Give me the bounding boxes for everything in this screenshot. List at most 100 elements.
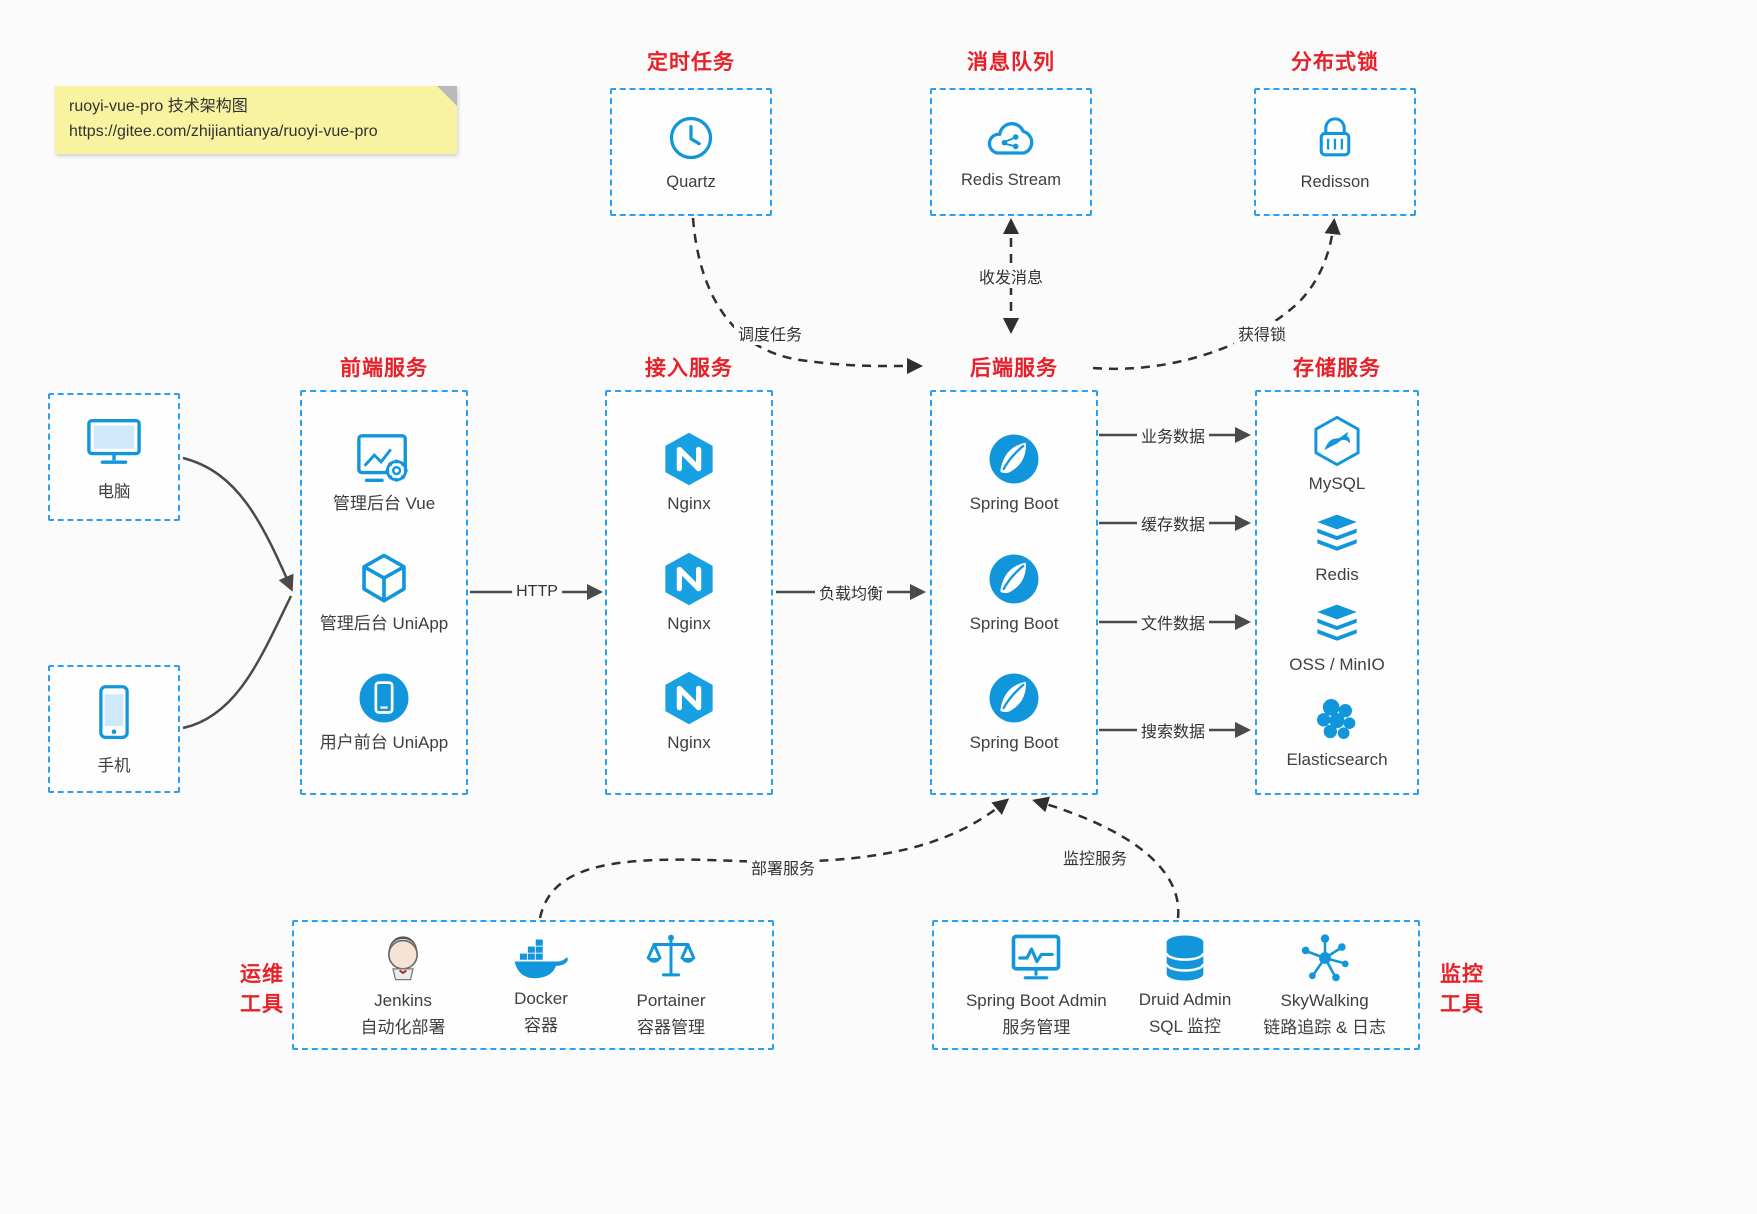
quartz-label: Quartz <box>666 173 716 191</box>
title-scheduled-tasks: 定时任务 <box>647 51 735 74</box>
storage-services-box: MySQL Redis OSS / MinIO Elasticsearch <box>1255 390 1419 795</box>
elasticsearch-icon <box>1310 694 1364 744</box>
edge-label-file-data: 文件数据 <box>1136 610 1210 634</box>
spring-boot-item: Spring Boot <box>969 430 1059 515</box>
edge-label-send-receive-message: 收发消息 <box>974 264 1048 288</box>
title-monitor-tools: 监控 工具 <box>1434 960 1490 1021</box>
admin-uniapp-item: 管理后台 UniApp <box>320 550 448 635</box>
mobile-client-box: 手机 <box>48 665 180 793</box>
oss-stack-icon <box>1310 603 1364 649</box>
spring-icon <box>985 550 1043 608</box>
pc-client-box: 电脑 <box>48 393 180 521</box>
spring-boot-label: Spring Boot <box>969 494 1059 514</box>
edge-label-deploy-service: 部署服务 <box>746 855 820 879</box>
jenkins-item: Jenkins 自动化部署 <box>361 931 446 1039</box>
edge-label-monitor-service: 监控服务 <box>1058 845 1132 869</box>
clock-icon <box>665 112 717 164</box>
docker-icon <box>512 933 570 983</box>
redis-stream-label: Redis Stream <box>961 171 1061 189</box>
spring-boot-label: Spring Boot <box>969 613 1059 633</box>
nginx-label: Nginx <box>667 613 711 633</box>
elasticsearch-item: Elasticsearch <box>1286 694 1388 771</box>
oss-minio-item: OSS / MinIO <box>1289 603 1385 676</box>
docker-desc: 容器 <box>524 1016 558 1035</box>
portainer-name: Portainer <box>636 990 706 1010</box>
nginx-label: Nginx <box>667 494 711 514</box>
monitor-tools-box: Spring Boot Admin 服务管理 Druid Admin SQL 监… <box>932 920 1420 1050</box>
arrow-acquire-lock <box>1092 217 1341 370</box>
edge-label-schedule-task: 调度任务 <box>733 321 807 345</box>
edge-label-cache-data: 缓存数据 <box>1136 511 1210 535</box>
access-services-box: Nginx Nginx Nginx <box>605 390 773 795</box>
skywalking-desc: 链路追踪 & 日志 <box>1263 1018 1387 1037</box>
title-message-queue: 消息队列 <box>967 51 1055 74</box>
title-distributed-lock: 分布式锁 <box>1291 51 1379 74</box>
quartz-box: Quartz <box>610 88 772 216</box>
ops-tools-box: Jenkins 自动化部署 Docker 容器 <box>292 920 774 1050</box>
monitor-tools-title-line1: 监控 <box>1440 963 1484 986</box>
nginx-item: Nginx <box>661 550 717 635</box>
jenkins-desc: 自动化部署 <box>360 1018 446 1037</box>
title-backend-services: 后端服务 <box>970 357 1058 380</box>
user-uniapp-item: 用户前台 UniApp <box>320 669 448 754</box>
spring-boot-admin-icon <box>1007 931 1065 985</box>
note-title: ruoyi-vue-pro 技术架构图 <box>69 98 248 115</box>
druid-admin-desc: SQL 监控 <box>1148 1017 1222 1036</box>
frontend-services-box: 管理后台 Vue 管理后台 UniApp 用户前台 UniApp <box>300 390 468 795</box>
skywalking-icon <box>1298 931 1352 985</box>
spring-boot-item: Spring Boot <box>969 669 1059 754</box>
ops-tools-title-line1: 运维 <box>240 963 284 986</box>
user-uniapp-icon <box>355 669 413 727</box>
arrow-pc-to-frontend <box>182 456 294 592</box>
mobile-label: 手机 <box>97 756 131 775</box>
monitor-tools-title-line2: 工具 <box>1440 993 1484 1017</box>
skywalking-name: SkyWalking <box>1280 990 1369 1010</box>
nginx-icon <box>661 669 717 727</box>
sticky-note: ruoyi-vue-pro 技术架构图 https://gitee.com/zh… <box>55 86 457 154</box>
title-access-services: 接入服务 <box>645 357 733 380</box>
redis-label: Redis <box>1315 564 1359 584</box>
redis-stack-icon <box>1310 513 1364 559</box>
redis-stream-box: Redis Stream <box>930 88 1092 216</box>
spring-icon <box>985 430 1043 488</box>
monitor-icon <box>83 413 145 469</box>
portainer-scale-icon <box>644 931 698 985</box>
edge-label-search-data: 搜索数据 <box>1136 718 1210 742</box>
edge-label-load-balance: 负载均衡 <box>814 580 888 604</box>
spring-icon <box>985 669 1043 727</box>
druid-admin-item: Druid Admin SQL 监控 <box>1138 932 1232 1038</box>
ops-tools-title-line2: 工具 <box>240 993 284 1017</box>
title-storage-services: 存储服务 <box>1293 357 1381 380</box>
docker-item: Docker 容器 <box>512 933 570 1037</box>
mysql-label: MySQL <box>1308 473 1366 493</box>
redisson-label: Redisson <box>1300 173 1370 191</box>
title-frontend-services: 前端服务 <box>340 357 428 380</box>
portainer-item: Portainer 容器管理 <box>636 931 706 1039</box>
druid-database-icon <box>1160 932 1210 984</box>
oss-minio-label: OSS / MinIO <box>1289 655 1385 675</box>
nginx-item: Nginx <box>661 669 717 754</box>
nginx-item: Nginx <box>661 430 717 515</box>
user-uniapp-label: 用户前台 UniApp <box>319 733 449 753</box>
jenkins-name: Jenkins <box>374 990 432 1010</box>
pc-label: 电脑 <box>97 482 131 501</box>
nginx-label: Nginx <box>667 733 711 753</box>
spring-boot-label: Spring Boot <box>969 733 1059 753</box>
mysql-item: MySQL <box>1308 414 1366 495</box>
spring-boot-admin-item: Spring Boot Admin 服务管理 <box>966 931 1107 1039</box>
admin-vue-label: 管理后台 Vue <box>332 494 436 514</box>
edge-label-business-data: 业务数据 <box>1136 423 1210 447</box>
mysql-icon <box>1310 414 1364 468</box>
admin-vue-item: 管理后台 Vue <box>333 430 435 515</box>
druid-admin-name: Druid Admin <box>1138 989 1232 1009</box>
backend-services-box: Spring Boot Spring Boot Spring Boot <box>930 390 1098 795</box>
edge-label-acquire-lock: 获得锁 <box>1233 321 1291 345</box>
spring-boot-item: Spring Boot <box>969 550 1059 635</box>
admin-uniapp-label: 管理后台 UniApp <box>319 613 449 633</box>
portainer-desc: 容器管理 <box>636 1018 705 1037</box>
docker-name: Docker <box>514 988 568 1008</box>
cloud-share-icon <box>981 114 1041 162</box>
note-url: https://gitee.com/zhijiantianya/ruoyi-vu… <box>69 122 378 140</box>
edge-label-http: HTTP <box>512 583 562 601</box>
